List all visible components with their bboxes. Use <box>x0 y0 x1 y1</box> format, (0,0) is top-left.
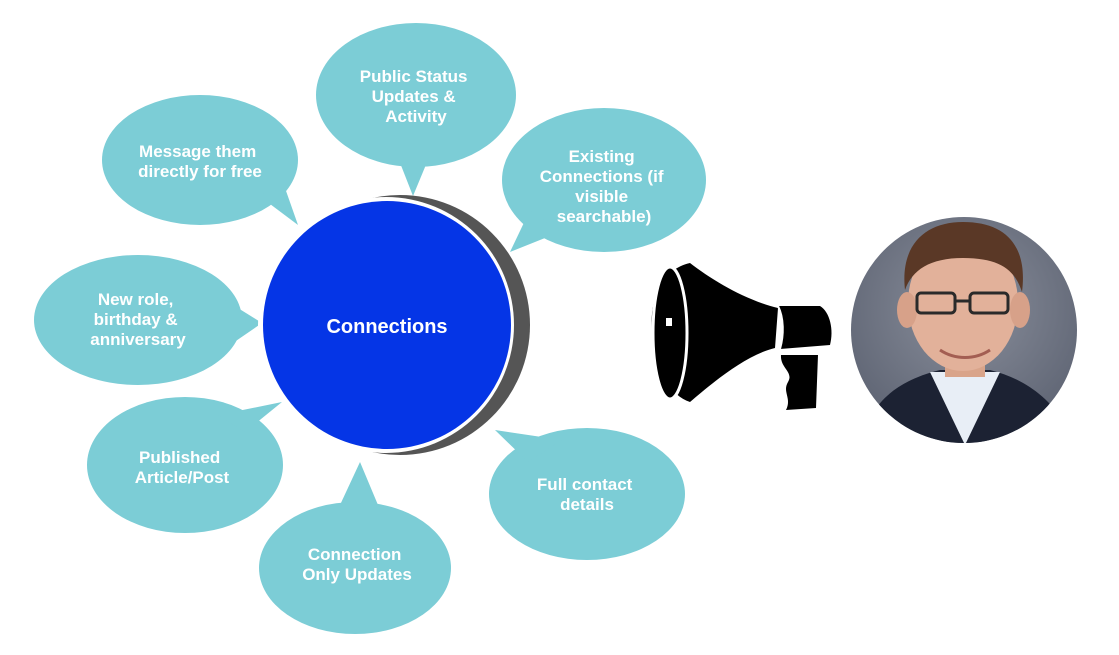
bubble-text-line: visible <box>575 187 628 206</box>
bubble-existing-connections: Existing Connections (if visible searcha… <box>502 108 706 252</box>
bubble-text-line: Message them <box>139 142 256 161</box>
bubble-text-line: Existing <box>569 147 635 166</box>
svg-text:Message them directly fo: Message them directly for free <box>138 142 262 181</box>
bubble-public-status: Public Status Updates & Activity <box>316 23 516 196</box>
svg-text:Full contact details: Full contact details <box>537 475 637 514</box>
bubble-text-line: details <box>560 495 614 514</box>
bubble-text-line: birthday & <box>94 310 178 329</box>
profile-photo <box>851 217 1077 443</box>
bubble-text-line: Public Status <box>360 67 468 86</box>
svg-text:Connection Only Updates: Connection Only Updates <box>302 545 412 584</box>
svg-text:Published Article/Post: Published Article/Post <box>135 448 230 487</box>
bubble-connection-only-updates: Connection Only Updates <box>259 462 451 634</box>
megaphone-icon <box>651 263 832 410</box>
bubble-text-line: Connections (if <box>540 167 664 186</box>
svg-text:Public Status Updates &: Public Status Updates & Activity <box>360 67 472 126</box>
bubble-text-line: New role, <box>98 290 174 309</box>
bubble-text-line: Connection <box>308 545 402 564</box>
svg-text:Existing Connections (if: Existing Connections (if visible searcha… <box>540 147 668 226</box>
bubble-text-line: Only Updates <box>302 565 412 584</box>
bubble-text-line: Article/Post <box>135 468 230 487</box>
bubble-published-article: Published Article/Post <box>87 397 283 533</box>
bubble-text-line: Published <box>139 448 220 467</box>
center-node: Connections <box>258 195 530 455</box>
bubble-text-line: directly for free <box>138 162 262 181</box>
bubble-new-role: New role, birthday & anniversary <box>34 255 262 385</box>
bubble-text-line: Updates & <box>372 87 456 106</box>
bubble-text-line: Activity <box>385 107 447 126</box>
bubble-text-line: Full contact <box>537 475 633 494</box>
bubble-text-line: anniversary <box>90 330 186 349</box>
bubble-message-them: Message them directly for free <box>102 95 298 225</box>
bubble-text-line: searchable) <box>557 207 652 226</box>
svg-text:New role, birthday &: New role, birthday & anniversary <box>90 290 186 349</box>
center-circle <box>263 201 511 449</box>
bubble-full-contact: Full contact details <box>489 428 685 560</box>
center-label: Connections <box>326 316 447 338</box>
